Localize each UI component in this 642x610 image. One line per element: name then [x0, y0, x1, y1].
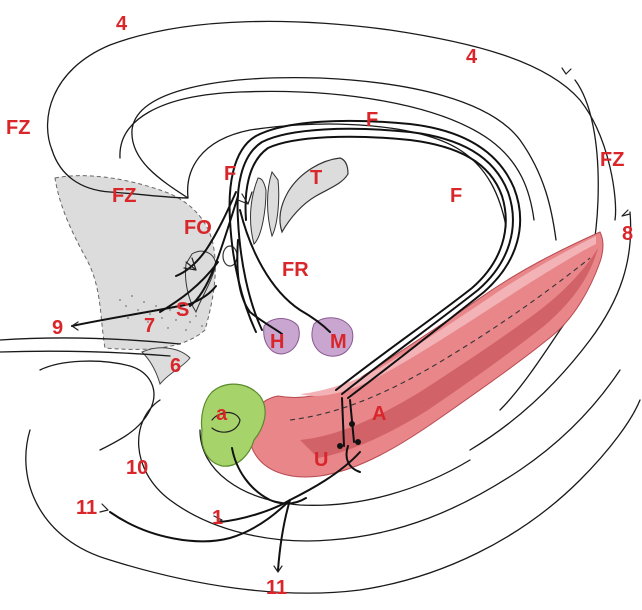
label-m: M — [330, 331, 347, 353]
fiber-11-tip — [100, 504, 108, 512]
label-fr: FR — [282, 259, 309, 281]
label-8: 8 — [622, 223, 633, 245]
label-6: 6 — [170, 355, 181, 377]
label-10: 10 — [126, 457, 148, 479]
column-gray-left — [251, 178, 266, 244]
label-1: 1 — [212, 507, 223, 529]
label-9: 9 — [52, 317, 63, 339]
label-7: 7 — [144, 315, 155, 337]
descending-fiber-b — [110, 500, 290, 541]
label-f-posterior: F — [450, 185, 462, 207]
label-11-left: 11 — [76, 497, 97, 519]
label-a-lower: a — [216, 403, 228, 425]
label-h: H — [270, 331, 284, 353]
label-s: S — [176, 299, 189, 321]
label-a-upper: A — [372, 403, 386, 425]
label-fz-septal: FZ — [112, 185, 136, 207]
label-fz-right: FZ — [600, 149, 624, 171]
fiber-8-tip — [622, 210, 630, 216]
label-f-top: F — [366, 109, 378, 131]
label-4-top-left: 4 — [116, 13, 128, 35]
label-fz-left: FZ — [6, 117, 30, 139]
label-u: U — [314, 449, 328, 471]
label-4-top-right: 4 — [466, 46, 478, 68]
label-11-bottom: 11 — [266, 577, 287, 599]
label-f-anterior: F — [224, 163, 236, 185]
right-line-3 — [562, 68, 571, 74]
column-gray-right — [268, 172, 279, 236]
label-fo: FO — [184, 217, 212, 239]
label-t: T — [310, 167, 322, 189]
lower-left-contour — [40, 361, 154, 450]
